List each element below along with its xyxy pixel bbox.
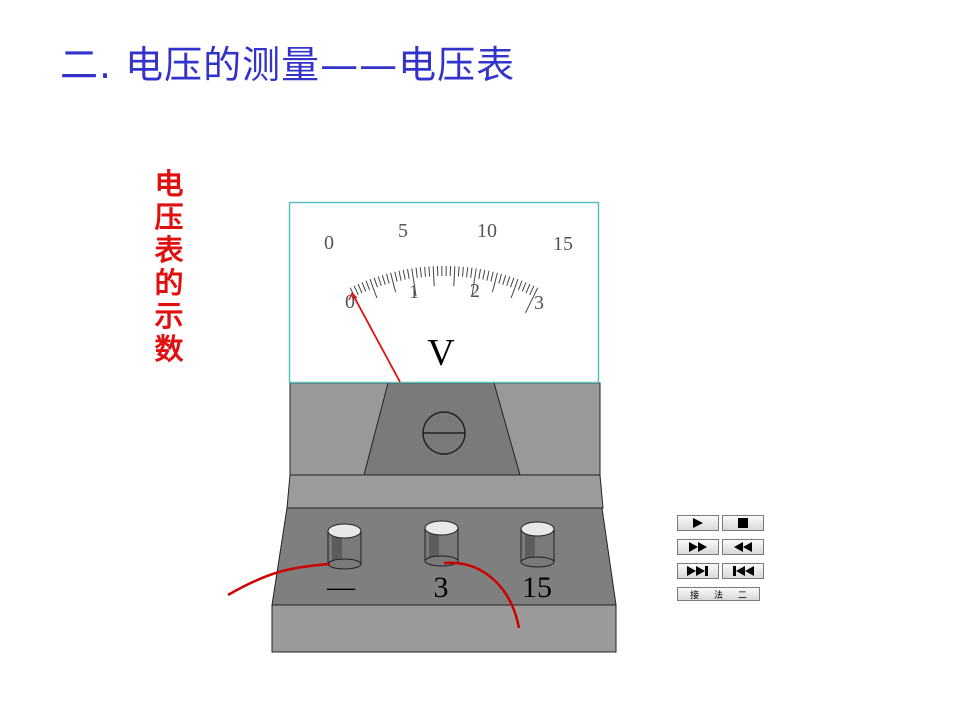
scale-tick: [525, 287, 539, 314]
scale-tick: [369, 279, 378, 299]
meter-scale-ticks: [349, 265, 539, 314]
label-char: 压: [154, 200, 184, 234]
label-char: 示: [154, 299, 184, 333]
scale-tick: [521, 282, 527, 292]
meter-base: [271, 604, 617, 653]
skip-to-end-icon: [687, 566, 708, 576]
scale-tick: [506, 276, 511, 287]
lower-scale-label: 0: [345, 291, 355, 313]
scale-tick: [529, 285, 535, 296]
play-button[interactable]: [677, 515, 719, 531]
scale-tick: [510, 279, 519, 299]
rewind-icon: [734, 542, 752, 552]
terminal-negative[interactable]: [327, 523, 362, 570]
stop-button[interactable]: [722, 515, 764, 531]
scale-tick: [482, 269, 486, 280]
upper-scale-label: 15: [553, 233, 573, 255]
scale-tick: [525, 283, 531, 294]
scale-tick: [402, 269, 406, 280]
scale-tick: [373, 277, 378, 288]
scale-tick: [453, 266, 456, 287]
scale-tick: [462, 266, 464, 277]
scale-tick: [432, 266, 435, 287]
scale-tick: [357, 283, 363, 294]
scale-tick: [419, 267, 422, 278]
lower-scale-label: 3: [534, 292, 544, 314]
scale-tick: [478, 269, 481, 280]
meter-ledge: [286, 474, 604, 509]
scale-tick: [491, 272, 498, 293]
scale-tick: [365, 280, 371, 291]
scale-tick: [502, 274, 507, 285]
label-char: 表: [154, 233, 184, 267]
scale-tick: [386, 273, 390, 284]
terminal-3v[interactable]: [424, 520, 459, 567]
wire-3v[interactable]: [443, 561, 521, 629]
scale-tick: [424, 266, 426, 277]
scale-tick: [398, 270, 402, 281]
scale-tick: [415, 267, 418, 278]
scale-tick: [381, 274, 386, 285]
scale-tick: [361, 282, 367, 292]
fast-forward-icon: [689, 542, 707, 552]
skip-to-start-button[interactable]: [722, 563, 764, 579]
scale-tick: [394, 271, 398, 282]
scale-tick: [471, 268, 477, 297]
slide-title: 二. 电压的测量——电压表: [60, 43, 516, 87]
label-char: 电: [154, 167, 184, 201]
terminal-label: —: [326, 572, 356, 603]
skip-to-end-button[interactable]: [677, 563, 719, 579]
scale-tick: [428, 266, 431, 277]
scale-tick: [457, 266, 460, 277]
skip-to-start-icon: [733, 566, 754, 576]
terminal-label: 15: [522, 571, 552, 604]
scale-tick: [470, 267, 473, 278]
terminal-15v[interactable]: [520, 521, 555, 568]
lower-scale-label: 2: [470, 280, 480, 302]
animation-controls: 接 法 二: [677, 515, 767, 601]
voltmeter-reading-label: 电 压 表 的 示 数: [151, 168, 187, 366]
fast-forward-button[interactable]: [677, 539, 719, 555]
scale-tick: [411, 268, 417, 297]
scale-tick: [466, 267, 469, 278]
terminal-label: 3: [434, 571, 449, 604]
scale-tick: [353, 285, 359, 296]
lower-scale-label: 1: [409, 281, 419, 303]
scale-tick: [517, 280, 523, 291]
rewind-button[interactable]: [722, 539, 764, 555]
scale-tick: [390, 272, 397, 293]
upper-scale-label: 0: [324, 232, 334, 254]
meter-needle: [351, 292, 401, 383]
meter-dial-face: [288, 201, 600, 384]
connection-method-two-button[interactable]: 接 法 二: [677, 587, 760, 601]
stop-icon: [738, 518, 748, 528]
label-char: 的: [154, 266, 184, 300]
scale-tick: [498, 273, 502, 284]
scale-tick: [407, 269, 410, 280]
unit-symbol-v: V: [427, 332, 455, 374]
scale-tick: [486, 270, 490, 281]
upper-scale-label: 5: [398, 220, 408, 242]
scale-tick: [377, 276, 382, 287]
label-char: 数: [154, 332, 184, 366]
scale-tick: [510, 277, 515, 288]
scale-tick: [490, 271, 494, 282]
wire-negative[interactable]: [227, 562, 331, 597]
upper-scale-label: 10: [477, 220, 497, 242]
play-icon: [693, 518, 703, 528]
